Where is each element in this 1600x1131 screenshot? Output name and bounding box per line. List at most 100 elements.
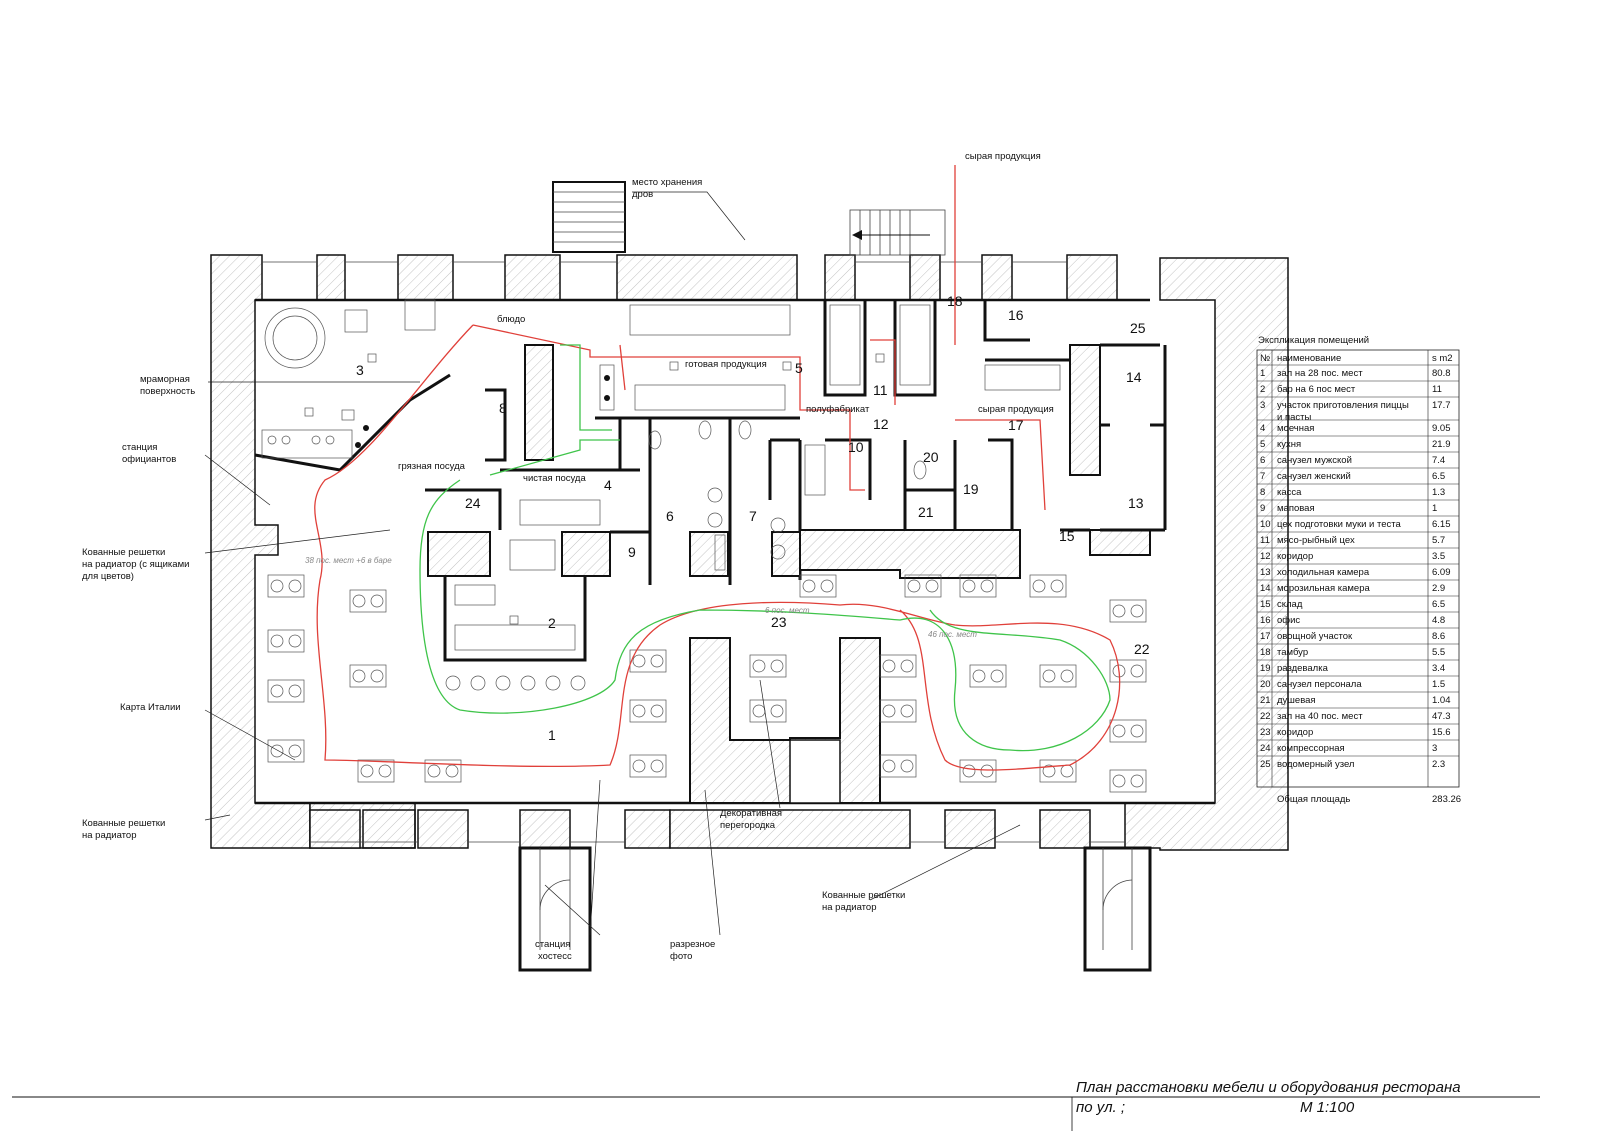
- drawing-address: по ул. ;: [1076, 1099, 1125, 1116]
- row-number: 11: [1260, 535, 1270, 546]
- room-number: 2: [548, 615, 556, 631]
- chair: [1130, 724, 1144, 738]
- row-name: мясо-рыбный цех: [1277, 535, 1355, 546]
- explication-title: Экспликация помещений: [1258, 335, 1369, 346]
- marble-label: поверхность: [140, 386, 195, 397]
- drawing-title: План расстановки мебели и оборудования р…: [1076, 1079, 1461, 1096]
- wood-storage-label: дров: [632, 189, 653, 200]
- dining-table: [1109, 719, 1147, 743]
- row-area: 5.5: [1432, 647, 1445, 658]
- dining-table: [749, 654, 787, 678]
- chair: [650, 654, 664, 668]
- chair: [360, 764, 374, 778]
- dirty-dishes-label: грязная посуда: [398, 461, 466, 472]
- seats-note: 46 пос. мест: [928, 630, 977, 639]
- row-area: 3.4: [1432, 663, 1445, 674]
- row-name: участок приготовления пиццы: [1277, 400, 1409, 411]
- row-area: 9.05: [1432, 423, 1451, 434]
- row-name: овощной участок: [1277, 631, 1353, 642]
- room-numbers: 1 2 3 4 5 6 7 8 9 10 11 12 13 14 15 16 1…: [356, 293, 1150, 743]
- grille-bottom-label: на радиатор: [822, 902, 876, 913]
- chair: [1112, 604, 1126, 618]
- dining-table: [1039, 759, 1077, 783]
- chair: [770, 659, 784, 673]
- row-name: раздевалка: [1277, 663, 1329, 674]
- bar-stools: [445, 675, 586, 691]
- row-number: 10: [1260, 519, 1271, 530]
- flow-red-path: [314, 165, 1121, 771]
- row-number: 14: [1260, 583, 1271, 594]
- grille-left-label: Кованные решетки: [82, 818, 165, 829]
- dining-table: [267, 574, 305, 598]
- row-number: 17: [1260, 631, 1271, 642]
- outer-walls: [210, 254, 1289, 851]
- row-number: 2: [1260, 384, 1265, 395]
- row-name: зал на 40 пос. мест: [1277, 711, 1363, 722]
- chair: [752, 659, 766, 673]
- callout-leaders: [204, 381, 1021, 936]
- total-value: 283.26: [1432, 794, 1461, 805]
- kitchen-equipment: [454, 304, 1061, 651]
- row-name: холодильная камера: [1277, 567, 1370, 578]
- room-number: 6: [666, 508, 674, 524]
- row-number: 3: [1260, 400, 1265, 411]
- dining-table: [267, 679, 305, 703]
- dining-table: [357, 759, 395, 783]
- chair: [650, 704, 664, 718]
- row-area: 3.5: [1432, 551, 1445, 562]
- row-area: 17.7: [1432, 400, 1451, 411]
- row-name: моечная: [1277, 423, 1314, 434]
- hostess-label: хостесс: [538, 951, 572, 962]
- dining-table: [629, 699, 667, 723]
- chair: [980, 579, 994, 593]
- chair: [900, 759, 914, 773]
- chair: [1060, 669, 1074, 683]
- wood-storage-label: место хранения: [632, 177, 702, 188]
- wood-storage: [552, 181, 746, 253]
- chair: [882, 759, 896, 773]
- photo-label: фото: [670, 951, 692, 962]
- title-block: План расстановки мебели и оборудования р…: [12, 1079, 1540, 1131]
- chair: [632, 759, 646, 773]
- row-number: 18: [1260, 647, 1271, 658]
- seats-note: 38 пос. мест +6 в баре: [305, 556, 392, 565]
- row-number: 4: [1260, 423, 1265, 434]
- clean-dishes-label: чистая посуда: [523, 473, 586, 484]
- room-number: 19: [963, 481, 979, 497]
- dining-table: [267, 629, 305, 653]
- room-number: 16: [1008, 307, 1024, 323]
- row-name: коридор: [1277, 727, 1313, 738]
- chair: [1112, 774, 1126, 788]
- italy-map-label: Карта Италии: [120, 702, 181, 713]
- row-name: коридор: [1277, 551, 1313, 562]
- chair: [770, 704, 784, 718]
- row-name: морозильная камера: [1277, 583, 1370, 594]
- row-name: санузел женский: [1277, 471, 1351, 482]
- room-number: 23: [771, 614, 787, 630]
- dining-table: [969, 664, 1007, 688]
- room-number: 22: [1134, 641, 1150, 657]
- dining-table: [629, 754, 667, 778]
- row-name: санузел мужской: [1277, 455, 1352, 466]
- chair: [882, 659, 896, 673]
- dining-table: [799, 574, 837, 598]
- pizza-oven: [261, 299, 436, 459]
- row-name: водомерный узел: [1277, 759, 1354, 770]
- room-number: 18: [947, 293, 963, 309]
- row-area: 1.3: [1432, 487, 1445, 498]
- row-number: 9: [1260, 503, 1265, 514]
- chair: [752, 704, 766, 718]
- entrance-right: [1083, 846, 1152, 972]
- chair: [270, 634, 284, 648]
- chair: [352, 669, 366, 683]
- row-area: 6.5: [1432, 471, 1445, 482]
- dining-table: [424, 759, 462, 783]
- partition-label: Декоративная: [720, 808, 782, 819]
- row-number: 16: [1260, 615, 1271, 626]
- room-number: 9: [628, 544, 636, 560]
- row-number: 5: [1260, 439, 1265, 450]
- row-area: 6.5: [1432, 599, 1445, 610]
- row-area: 80.8: [1432, 368, 1451, 379]
- chair: [650, 759, 664, 773]
